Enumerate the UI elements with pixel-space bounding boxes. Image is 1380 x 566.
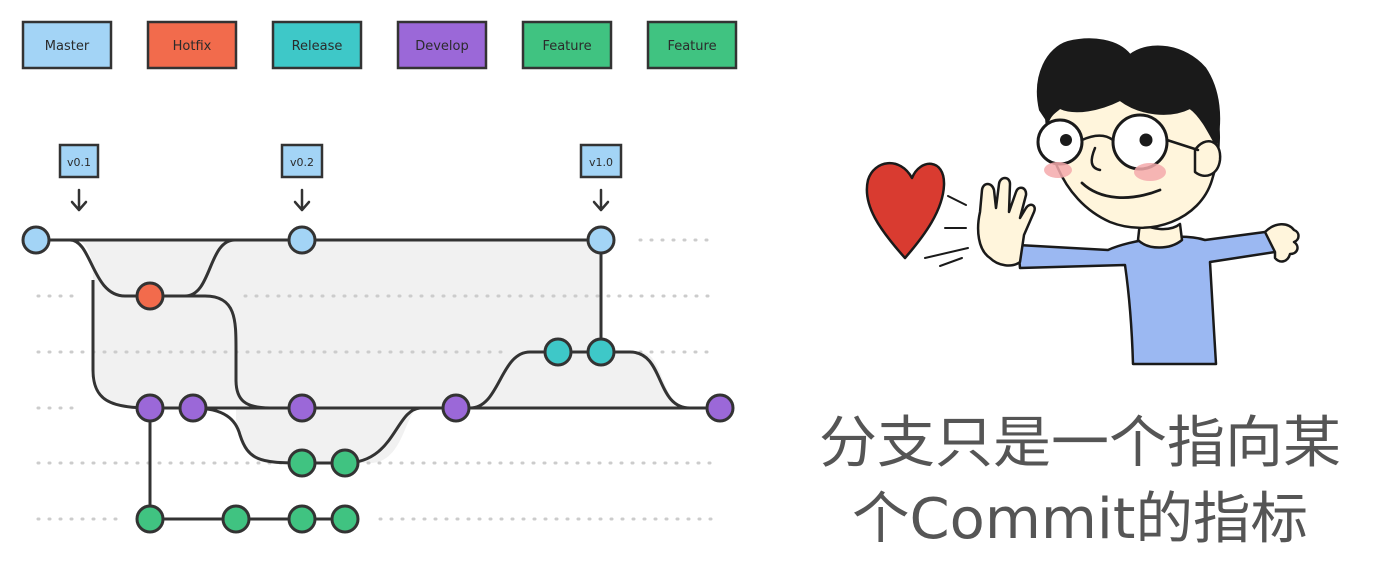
blush-left bbox=[1044, 162, 1072, 178]
legend-release: Release bbox=[271, 20, 363, 70]
legend-feature-2-swatch bbox=[646, 20, 738, 70]
legend-release-swatch bbox=[271, 20, 363, 70]
caption-line-2: 个Commit的指标 bbox=[852, 487, 1308, 552]
version-tags: v0.1 v0.2 v1.0 bbox=[58, 143, 623, 212]
tag-v0-1-label: v0.1 bbox=[67, 156, 91, 169]
nose bbox=[1090, 146, 1102, 172]
glasses-arm bbox=[1165, 138, 1200, 152]
motion-lines bbox=[924, 195, 969, 267]
pupil-left bbox=[1060, 134, 1072, 146]
legend-feature-1-swatch bbox=[521, 20, 613, 70]
commit-feature2-3 bbox=[287, 504, 317, 534]
commit-develop-4 bbox=[441, 393, 471, 423]
tag-v1-0-box bbox=[579, 143, 623, 179]
caption: 分支只是一个指向某 个Commit的指标 bbox=[819, 411, 1341, 552]
shirt bbox=[1016, 230, 1279, 366]
tag-v0-1: v0.1 bbox=[58, 143, 100, 212]
raised-hand bbox=[976, 176, 1036, 267]
commit-develop-3 bbox=[287, 393, 317, 423]
commit-feature2-2 bbox=[221, 504, 251, 534]
fill-area-feature bbox=[236, 408, 420, 463]
commit-master-3 bbox=[586, 225, 616, 255]
blush-right bbox=[1134, 163, 1166, 181]
commit-master-2 bbox=[287, 225, 317, 255]
legend-hotfix-swatch bbox=[146, 20, 238, 70]
tag-v0-2-arrow-icon bbox=[293, 188, 311, 212]
line-hotfix-merge-develop bbox=[185, 294, 271, 410]
legend-feature-1-label: Feature bbox=[542, 39, 591, 54]
heart-icon bbox=[865, 161, 946, 260]
commit-develop-5 bbox=[705, 393, 735, 423]
pupil-right bbox=[1139, 133, 1153, 147]
legend-master: Master bbox=[21, 20, 113, 70]
legend-feature-2: Feature bbox=[646, 20, 738, 70]
tag-v1-0-arrow-icon bbox=[592, 188, 610, 212]
commit-release-2 bbox=[586, 337, 616, 367]
caption-line-1: 分支只是一个指向某 bbox=[819, 411, 1341, 476]
legend-develop: Develop bbox=[396, 20, 488, 70]
commit-develop-2 bbox=[178, 393, 208, 423]
glasses-left-lens bbox=[1036, 118, 1084, 166]
tag-v0-2-box bbox=[280, 143, 324, 179]
branch-legend: Master Hotfix Release Develop Feature Fe… bbox=[21, 20, 738, 70]
line-feature1-merge bbox=[344, 406, 421, 465]
commit-feature1-2 bbox=[330, 448, 360, 478]
branch-area-fills bbox=[75, 240, 690, 463]
smile bbox=[1080, 181, 1162, 200]
legend-feature-1: Feature bbox=[521, 20, 613, 70]
commit-hotfix-1 bbox=[135, 281, 165, 311]
line-release-merge-develop bbox=[601, 350, 691, 410]
line-release-out bbox=[469, 350, 558, 410]
legend-master-swatch bbox=[21, 20, 113, 70]
line-feature1-out bbox=[192, 406, 345, 465]
legend-master-label: Master bbox=[45, 39, 90, 54]
commit-feature1-1 bbox=[287, 448, 317, 478]
glasses-bridge bbox=[1080, 134, 1115, 142]
legend-develop-swatch bbox=[396, 20, 488, 70]
tag-v0-1-box bbox=[58, 143, 100, 179]
tag-v0-2-label: v0.2 bbox=[290, 156, 314, 169]
legend-develop-label: Develop bbox=[415, 39, 469, 54]
fill-area-main bbox=[75, 240, 690, 408]
right-hand bbox=[1263, 223, 1300, 263]
hair bbox=[1036, 38, 1221, 146]
legend-hotfix: Hotfix bbox=[146, 20, 238, 70]
commit-nodes bbox=[21, 225, 735, 534]
commit-feature2-1 bbox=[135, 504, 165, 534]
tag-v0-1-arrow-icon bbox=[70, 188, 88, 212]
legend-release-label: Release bbox=[292, 39, 343, 54]
commit-master-1 bbox=[21, 225, 51, 255]
commit-develop-1 bbox=[135, 393, 165, 423]
commit-feature2-4 bbox=[330, 504, 360, 534]
cartoon-character bbox=[865, 38, 1300, 366]
commit-release-1 bbox=[543, 337, 573, 367]
ear bbox=[1193, 140, 1222, 177]
tag-v1-0: v1.0 bbox=[579, 143, 623, 212]
legend-feature-2-label: Feature bbox=[667, 39, 716, 54]
tag-v0-2: v0.2 bbox=[280, 143, 324, 212]
legend-hotfix-label: Hotfix bbox=[173, 39, 212, 54]
tag-v1-0-label: v1.0 bbox=[589, 156, 613, 169]
line-hotfix-out bbox=[69, 238, 150, 298]
